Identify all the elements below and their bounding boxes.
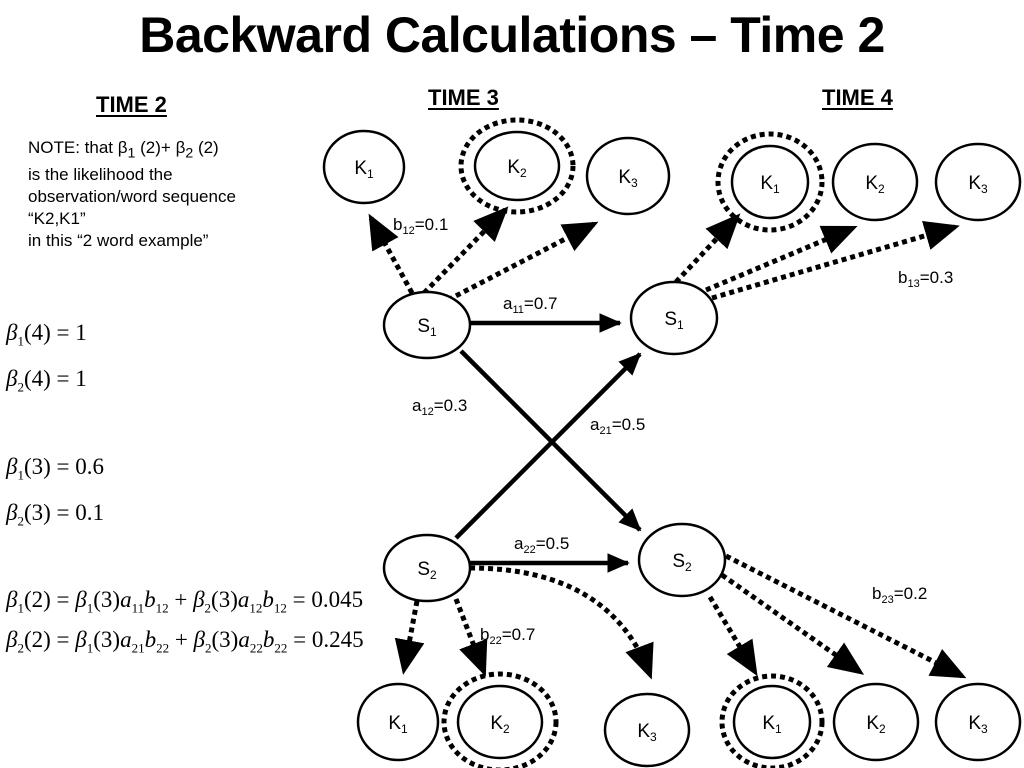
svg-text:K3: K3 (618, 167, 638, 190)
emission-arrow-t3-s2-k3 (469, 565, 654, 680)
highlight-ring-t4-k1-bottom (719, 673, 825, 768)
observation-node-t3-bottom-k1: K1 (356, 682, 440, 762)
equation-beta1-2: β1(2) = β1(3)a11b12 + β2(3)a12b12 = 0.04… (6, 587, 364, 616)
state-node-t3-s1: S1 (382, 290, 472, 360)
emission-arrow-t4-s1-k2 (705, 225, 858, 293)
edge-label-b23: b23=0.2 (872, 584, 927, 606)
observation-node-t4-bottom-k2: K2 (832, 682, 920, 762)
svg-text:K3: K3 (968, 173, 988, 196)
observation-node-t4-bottom-k3: K3 (934, 682, 1022, 762)
observation-node-t4-top-k2: K2 (831, 142, 919, 222)
transition-arrow-s2-s1 (454, 352, 642, 540)
emission-arrow-t4-s2-k1 (707, 595, 758, 677)
note-line-2: is the likelihood the (28, 165, 173, 185)
emission-arrow-t3-s1-k2 (422, 206, 509, 295)
emission-arrow-t4-s1-k3 (711, 221, 960, 301)
note-line-1: NOTE: that β1 (2)+ β2 (2) (28, 138, 219, 162)
svg-text:S1: S1 (417, 316, 437, 339)
svg-text:K2: K2 (865, 173, 885, 196)
beta-symbol: β (175, 138, 186, 157)
equation-beta1-4: β1(4) = 1 (6, 320, 87, 349)
observation-node-t3-top-k1: K1 (322, 129, 406, 205)
svg-text:K2: K2 (490, 713, 510, 736)
equation-beta2-2: β2(2) = β1(3)a21b22 + β2(3)a22b22 = 0.24… (6, 627, 364, 656)
svg-text:K1: K1 (388, 713, 408, 736)
observation-node-t3-top-k2: K2 (473, 130, 561, 202)
state-node-t4-s1: S1 (629, 280, 719, 356)
observation-node-t4-top-k3: K3 (934, 142, 1022, 222)
edge-label-a11: a11=0.7 (503, 294, 557, 316)
emission-arrow-t4-s2-k2 (720, 572, 865, 675)
state-node-t3-s2: S2 (382, 533, 472, 603)
state-node-t4-s2: S2 (637, 522, 727, 598)
observation-node-t3-bottom-k2: K2 (456, 684, 544, 760)
observation-node-t4-top-k1: K1 (730, 144, 810, 220)
svg-text:K1: K1 (760, 173, 780, 196)
svg-text:S1: S1 (664, 309, 684, 332)
svg-text:K1: K1 (762, 713, 782, 736)
time-4-label: TIME 4 (822, 85, 893, 110)
edge-label-a12: a12=0.3 (412, 396, 467, 418)
time-3-label: TIME 3 (428, 85, 499, 110)
observation-node-t4-bottom-k1: K1 (732, 684, 812, 760)
svg-text:S2: S2 (417, 559, 437, 582)
observation-node-t3-bottom-k3: K3 (603, 692, 691, 768)
highlight-ring-t3-k2-bottom (441, 671, 559, 768)
highlight-ring-t3-k2 (458, 117, 576, 215)
observation-node-t3-top-k3: K3 (585, 136, 671, 216)
note-line-4: “K2,K1” (28, 209, 86, 229)
svg-text:K2: K2 (866, 713, 886, 736)
svg-text:K3: K3 (968, 713, 988, 736)
emission-arrow-t4-s2-k3 (724, 553, 967, 679)
highlight-ring-t4-k1 (715, 131, 825, 233)
equation-beta2-4: β2(4) = 1 (6, 366, 87, 395)
note-line-5: in this “2 word example” (28, 231, 209, 251)
svg-text:K2: K2 (507, 157, 527, 180)
emission-arrow-t3-s1-k3 (446, 221, 599, 303)
likelihood-note: NOTE: that β1 (2)+ β2 (2) is the likelih… (28, 137, 318, 252)
time-2-label: TIME 2 (96, 92, 167, 117)
beta-symbol: β (117, 138, 128, 157)
note-line-3: observation/word sequence (28, 187, 236, 207)
equation-beta2-3: β2(3) = 0.1 (6, 500, 105, 529)
edge-label-b13: b13=0.3 (898, 268, 953, 290)
svg-text:K3: K3 (637, 721, 657, 744)
equation-beta1-3: β1(3) = 0.6 (6, 454, 105, 483)
edge-label-a22: a22=0.5 (514, 534, 569, 556)
edge-label-b12: b12=0.1 (393, 215, 448, 237)
svg-text:K1: K1 (354, 158, 374, 181)
edge-label-b22: b22=0.7 (480, 625, 535, 647)
svg-text:S2: S2 (672, 551, 692, 574)
emission-arrow-t3-s2-k2 (453, 598, 488, 677)
emission-arrow-t3-s2-k1 (394, 600, 425, 675)
page-title: Backward Calculations – Time 2 (139, 7, 885, 63)
edge-label-a21: a21=0.5 (590, 415, 645, 437)
emission-arrow-t4-s1-k1 (674, 213, 741, 284)
